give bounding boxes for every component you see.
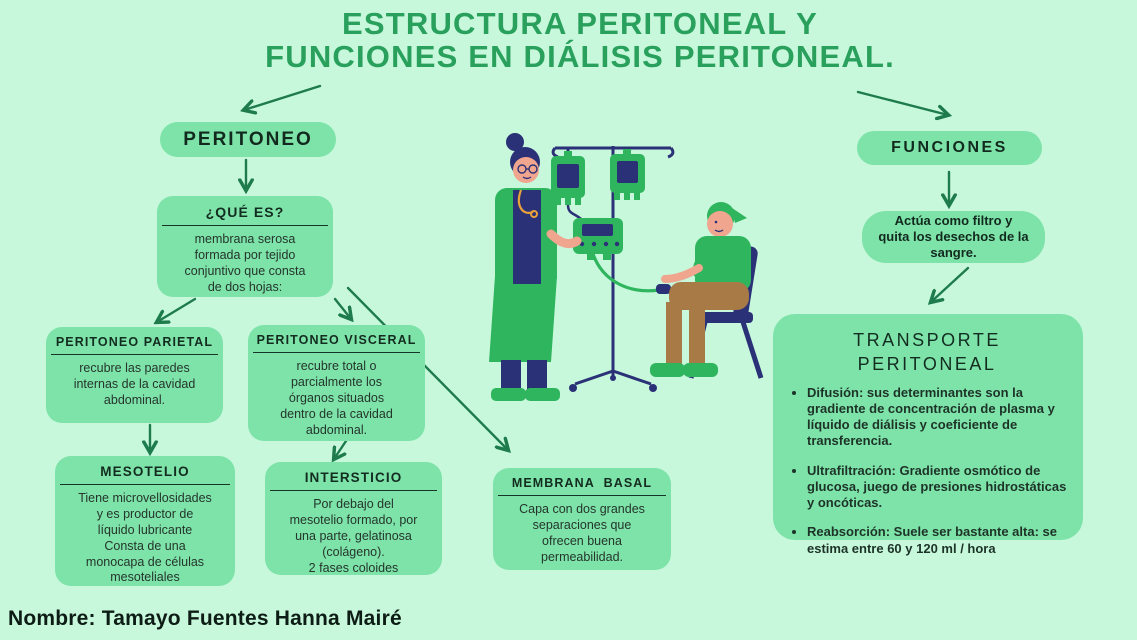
- node-que-es: ¿QUÉ ES? membrana serosa formada por tej…: [157, 196, 333, 297]
- node-mesotelio-title: MESOTELIO: [100, 464, 190, 479]
- node-membrana-basal: MEMBRANA BASAL Capa con dos grandes sepa…: [493, 468, 671, 570]
- divider: [253, 352, 420, 353]
- node-mesotelio: MESOTELIO Tiene microvellosidades y es p…: [55, 456, 235, 586]
- transporte-bullet-list: Difusión: sus determinantes son la gradi…: [787, 385, 1067, 557]
- divider: [498, 495, 666, 496]
- tube-machine-to-patient: [591, 253, 660, 293]
- node-funciones: FUNCIONES: [857, 131, 1042, 165]
- author-name: Nombre: Tamayo Fuentes Hanna Mairé: [8, 607, 402, 630]
- node-visceral-title: PERITONEO VISCERAL: [256, 333, 417, 347]
- node-que-es-body: membrana serosa formada por tejido conju…: [184, 232, 306, 294]
- node-filtro: Actúa como filtro y quita los desechos d…: [862, 211, 1045, 263]
- divider: [270, 490, 437, 491]
- node-intersticio-body: Por debajo del mesotelio formado, por un…: [289, 497, 418, 575]
- tube-bag-to-machine: [566, 204, 582, 220]
- node-intersticio: INTERSTICIO Por debajo del mesotelio for…: [265, 462, 442, 575]
- arrow-filtro-to-transporte: [931, 266, 970, 302]
- transporte-bullet: Difusión: sus determinantes son la gradi…: [807, 385, 1067, 450]
- page-title: ESTRUCTURA PERITONEAL Y FUNCIONES EN DIÁ…: [265, 6, 895, 74]
- node-membrana-basal-body: Capa con dos grandes separaciones que of…: [519, 502, 645, 564]
- transporte-title: TRANSPORTE PERITONEAL: [853, 330, 1001, 375]
- node-peritoneo-parietal: PERITONEO PARIETAL recubre las paredes i…: [46, 327, 223, 423]
- node-membrana-basal-title: MEMBRANA BASAL: [511, 476, 653, 490]
- node-peritoneo: PERITONEO: [160, 122, 336, 157]
- iv-pole-wheels: [569, 375, 657, 392]
- node-intersticio-title: INTERSTICIO: [304, 470, 403, 485]
- node-visceral-body: recubre total o parcialmente los órganos…: [280, 359, 393, 437]
- arrow-title-to-peritoneo: [244, 84, 322, 110]
- dialysate-bag-right: [610, 149, 645, 200]
- node-peritoneo-visceral: PERITONEO VISCERAL recubre total o parci…: [248, 325, 425, 441]
- transporte-bullet: Ultrafiltración: Gradiente osmótico de g…: [807, 463, 1067, 512]
- dialysis-machine: [573, 218, 623, 260]
- node-mesotelio-body: Tiene microvellosidades y es productor d…: [78, 491, 212, 585]
- arrow-que-es-to-membrana-basal: [346, 286, 508, 450]
- node-que-es-title: ¿QUÉ ES?: [205, 204, 285, 220]
- dialysis-illustration: [489, 133, 764, 401]
- divider: [51, 354, 218, 355]
- node-parietal-body: recubre las paredes internas de la cavid…: [73, 361, 196, 407]
- arrow-visceral-to-intersticio: [334, 439, 348, 459]
- transporte-bullet: Reabsorción: Suele ser bastante alta: se…: [807, 524, 1067, 557]
- arrow-title-to-funciones: [856, 90, 948, 115]
- tube-cuff: [656, 284, 671, 294]
- divider: [60, 484, 230, 485]
- patient: [650, 202, 751, 377]
- node-transporte-peritoneal: TRANSPORTE PERITONEAL Difusión: sus dete…: [773, 314, 1083, 556]
- dialysate-bag-left: [551, 151, 585, 205]
- node-parietal-title: PERITONEO PARIETAL: [55, 335, 214, 349]
- arrow-que-es-to-visceral: [333, 297, 351, 319]
- divider: [162, 225, 328, 226]
- nurse: [489, 133, 582, 401]
- arrow-que-es-to-parietal: [157, 297, 197, 322]
